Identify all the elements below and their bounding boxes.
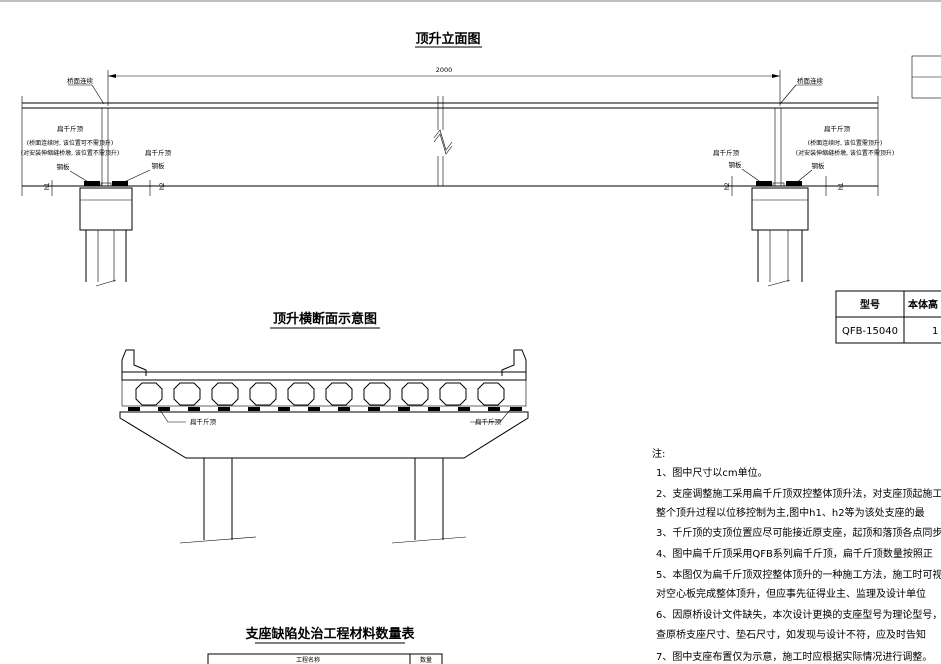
left-jack-label: 扁千斤顶 [57,124,84,133]
elevation-title: 顶升立面图 [415,31,480,47]
right-steel-plate-1: 钢板 [729,160,743,169]
elevation-view: 顶升立面图 2000 [21,31,941,287]
note-line: 2、支座调整施工采用扁千斤顶双控整体顶升法，对支座顶起施工 [656,487,941,500]
cross-section-jack-left: 扁千斤顶 [190,417,217,426]
right-pier [731,176,827,287]
span-dimension: 2000 [107,66,781,106]
spec-table-cell-height: 1 [932,326,938,337]
cross-section-title: 顶升横断面示意图 [273,311,377,327]
materials-table-header-name: 工程名称 [296,656,320,664]
bearing-row [128,407,522,411]
left-pier [51,180,151,287]
materials-table-title: 支座缺陷处治工程材料数量表 [244,626,415,642]
right-h2-label: h2 [724,182,731,190]
right-deck-continuity-label: 桥面连续 [797,76,824,85]
note-line: 6、因原桥设计文件缺失，本次设计更换的支座型号为理论型号， [656,608,941,621]
note-line: 3、千斤顶的支顶位置应尽可能接近原支座，起顶和落顶各点同步 [656,526,941,539]
right-jack-note-2: (对安装伸缩缝桥墩, 该位置不需顶升) [796,149,895,157]
spec-table-header-height: 本体高 [908,298,938,311]
notes: 注: 1、图中尺寸以cm单位。 2、支座调整施工采用扁千斤顶双控整体顶升法，对支… [652,447,941,663]
elevation-side-table [911,55,941,99]
note-line: 5、本图仅为扁千斤顶双控整体顶升的一种施工方法，施工时可视 [656,568,941,581]
left-h2-label: h2 [159,182,166,190]
right-jack-label-2: 扁千斤顶 [713,148,740,157]
note-line: 1、图中尺寸以cm单位。 [656,466,768,479]
note-line: 7、图中支座布置仅为示意，施工时应根据实际情况进行调整。 [656,650,932,663]
cross-section-view: 顶升横断面示意图 [119,311,529,544]
left-jack-note-2: (对安装伸缩缝桥墩, 该位置不需顶升) [21,149,120,157]
right-jack-note-1: (桥面连续时, 该位置需顶升) [808,139,883,147]
hollow-cores [135,382,505,406]
left-labels: 桥面连续 扁千斤顶 (桥面连续时, 该位置可不需顶升) (对安装伸缩缝桥墩, 该… [21,76,172,190]
note-line: 对空心板完成整体顶升，但应事先征得业主、监理及设计单位 [656,587,926,600]
materials-table-header-qty: 数量 [420,656,432,664]
right-labels: 桥面连续 扁千斤顶 (桥面连续时, 该位置需顶升) (对安装伸缩缝桥墩, 该位置… [713,76,894,190]
left-steel-plate-1: 钢板 [57,162,71,171]
notes-heading: 注: [652,447,665,460]
spec-table: 型号 本体高 QFB-15040 1 [835,290,941,344]
spec-table-cell-model: QFB-15040 [842,326,898,337]
right-jack-label: 扁千斤顶 [824,124,851,133]
note-line: 整个顶升过程以位移控制为主,图中h1、h2等为该处支座的最 [656,506,925,519]
note-line: 4、图中扁千斤顶采用QFB系列扁千斤顶，扁千斤顶数量按照正 [656,547,933,560]
left-h1-label: h1 [44,182,51,190]
cap-beam [119,411,529,459]
right-steel-plate-2: 钢板 [812,161,826,170]
left-jack-note-1: (桥面连续时, 该位置可不需顶升) [27,139,114,147]
cross-section-jack-right: 扁千斤顶 [475,417,502,426]
left-deck-continuity-label: 桥面连续 [67,76,94,85]
deck-beam [21,96,879,196]
spec-table-header-model: 型号 [860,298,880,311]
note-line: 查原桥支座尺寸、垫石尺寸，如发现与设计不符，应及时告知 [656,628,926,641]
materials-table: 支座缺陷处治工程材料数量表 工程名称 数量 [207,626,443,664]
right-h1-label: h1 [838,182,845,190]
span-dimension-value: 2000 [436,66,453,74]
left-steel-plate-2: 钢板 [152,161,166,170]
left-jack-label-2: 扁千斤顶 [145,148,172,157]
